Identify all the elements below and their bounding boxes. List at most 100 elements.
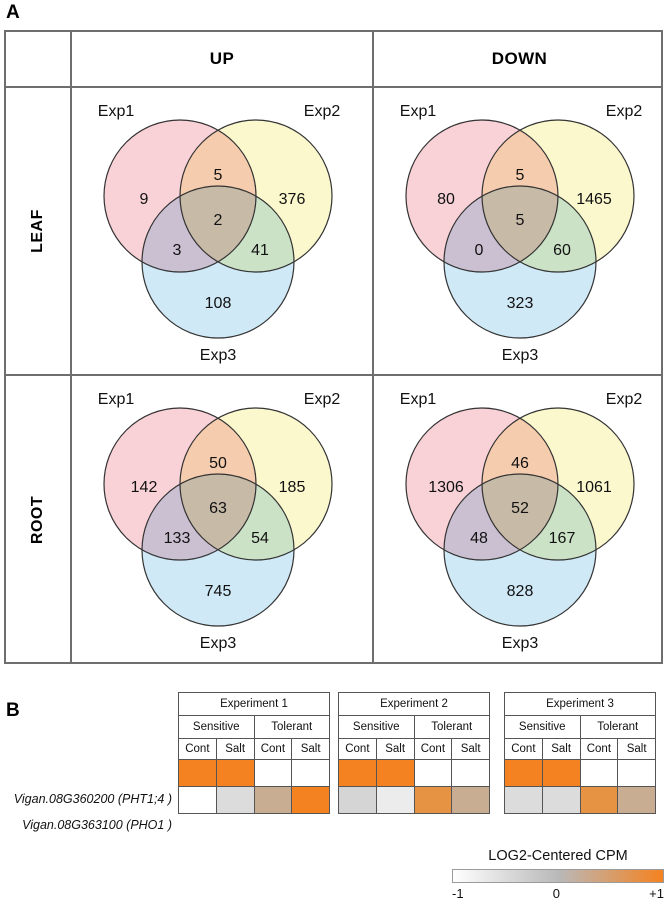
venn-label-exp3: Exp3 <box>200 347 237 364</box>
experiment-title: Experiment 1 <box>178 692 330 716</box>
table-divider-leaf-root <box>6 374 661 376</box>
venn-label-exp1: Exp1 <box>98 103 135 120</box>
heatmap-row-gene-pht14 <box>178 759 330 787</box>
heatmap-row-gene-pho1 <box>178 786 330 814</box>
group-header-tolerant: Tolerant <box>253 715 330 739</box>
condition-header-3: Salt <box>451 738 490 760</box>
heatmap-cell <box>215 759 255 787</box>
condition-header-2: Cont <box>253 738 293 760</box>
experiment-title: Experiment 2 <box>338 692 490 716</box>
table-row-title: Experiment 1 <box>178 692 330 716</box>
venn-count-all-three: 52 <box>511 500 529 517</box>
legend-tick-mid: 0 <box>552 886 560 901</box>
heatmap-cell <box>617 759 656 787</box>
venn-count-exp1-only: 9 <box>140 191 149 208</box>
venn-label-exp1: Exp1 <box>400 391 437 408</box>
venn-count-exp1-exp3: 48 <box>470 530 488 547</box>
venn-label-exp2: Exp2 <box>304 391 341 408</box>
heatmap-cell <box>338 786 377 814</box>
condition-header-0: Cont <box>504 738 543 760</box>
column-header-down: DOWN <box>491 49 548 68</box>
condition-header-0: Cont <box>338 738 377 760</box>
venn-count-exp2-only: 185 <box>279 479 306 496</box>
heatmap-cell <box>375 759 415 787</box>
heatmap-cell <box>178 786 217 814</box>
venn-count-exp1-only: 80 <box>437 191 455 208</box>
heatmap-cell <box>451 759 490 787</box>
heatmap-cell <box>541 759 581 787</box>
condition-header-3: Salt <box>617 738 656 760</box>
group-header-tolerant: Tolerant <box>413 715 490 739</box>
venn-label-exp3: Exp3 <box>502 347 539 364</box>
heatmap-cell <box>579 759 619 787</box>
venn-label-exp3: Exp3 <box>200 635 237 652</box>
venn-label-exp2: Exp2 <box>304 103 341 120</box>
heatmap-cell <box>504 759 543 787</box>
heatmap-cell <box>541 786 581 814</box>
venn-count-exp2-only: 1061 <box>576 479 612 496</box>
condition-header-2: Cont <box>579 738 619 760</box>
venn-count-exp2-only: 1465 <box>576 191 612 208</box>
heatmap-cell <box>413 786 453 814</box>
table-row-title: Experiment 2 <box>338 692 490 716</box>
condition-header-3: Salt <box>291 738 330 760</box>
venn-count-exp2-exp3: 167 <box>549 530 576 547</box>
venn-count-exp1-exp3: 3 <box>173 242 182 259</box>
venn-count-all-three: 63 <box>209 500 227 517</box>
venn-count-exp3-only: 745 <box>205 583 232 600</box>
legend-tick-max: +1 <box>649 886 664 901</box>
gene-label-pho1: Vigan.08G363100 (PHO1 ) <box>22 818 172 832</box>
heatmap-cell <box>579 786 619 814</box>
venn-count-exp1-exp2: 46 <box>511 455 529 472</box>
heatmap-row-gene-pht14 <box>338 759 490 787</box>
venn-label-exp3: Exp3 <box>502 635 539 652</box>
column-header-up: UP <box>209 49 235 68</box>
venn-label-exp2: Exp2 <box>606 103 643 120</box>
table-divider-header <box>6 86 661 88</box>
venn-count-exp3-only: 108 <box>205 295 232 312</box>
heatmap-row-gene-pht14 <box>504 759 656 787</box>
row-header-root-text: ROOT <box>29 495 46 545</box>
venn-label-exp1: Exp1 <box>400 103 437 120</box>
heatmap-cell <box>375 786 415 814</box>
condition-header-2: Cont <box>413 738 453 760</box>
venn-label-exp1: Exp1 <box>98 391 135 408</box>
venn-circle-exp3-outline <box>443 185 597 339</box>
heatmap-cell <box>413 759 453 787</box>
experiment-title: Experiment 3 <box>504 692 656 716</box>
legend-title: LOG2-Centered CPM <box>488 848 628 864</box>
heatmap-cell <box>504 786 543 814</box>
venn-count-exp3-only: 323 <box>507 295 534 312</box>
heatmap-cell <box>617 786 656 814</box>
legend-tick-labels: -1 0 +1 <box>452 886 664 901</box>
condition-header-1: Salt <box>215 738 255 760</box>
gene-label-pht14: Vigan.08G360200 (PHT1;4 ) <box>13 792 172 806</box>
heatmap-cell <box>253 786 293 814</box>
venn-count-all-three: 2 <box>214 212 223 229</box>
venn-count-all-three: 5 <box>516 212 525 229</box>
heatmap-cell <box>253 759 293 787</box>
group-header-sensitive: Sensitive <box>338 715 415 739</box>
venn-count-exp1-exp2: 5 <box>516 167 525 184</box>
table-divider-vertical-2 <box>372 32 374 662</box>
venn-count-exp2-exp3: 54 <box>251 530 269 547</box>
table-divider-vertical-1 <box>70 32 72 662</box>
heatmap-row-gene-pho1 <box>504 786 656 814</box>
heatmap-cell <box>451 786 490 814</box>
heatmap-row-gene-pho1 <box>338 786 490 814</box>
venn-circle-exp3-outline <box>443 473 597 627</box>
table-row-title: Experiment 3 <box>504 692 656 716</box>
panel-a-label: A <box>6 2 20 23</box>
venn-count-exp1-exp3: 0 <box>475 242 484 259</box>
row-header-leaf: LEAF <box>6 88 70 374</box>
